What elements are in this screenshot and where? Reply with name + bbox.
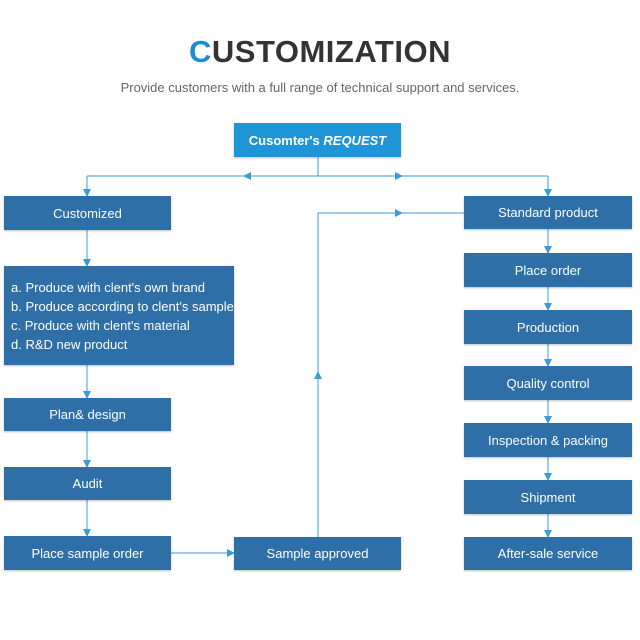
request-label-italic: REQUEST bbox=[323, 132, 387, 148]
page-subtitle: Provide customers with a full range of t… bbox=[120, 80, 520, 95]
option-item: a. Produce with clent's own brand bbox=[11, 279, 205, 295]
audit-box: Audit bbox=[4, 467, 171, 500]
standard-product-box: Standard product bbox=[464, 196, 632, 229]
plan-design-box: Plan& design bbox=[4, 398, 171, 431]
option-item: c. Produce with clent's material bbox=[11, 317, 190, 333]
quality-control-box: Quality control bbox=[464, 366, 632, 400]
customization-options-box: a. Produce with clent's own brand b. Pro… bbox=[4, 266, 234, 365]
customer-request-box: Cusomter's REQUEST bbox=[234, 123, 401, 157]
production-box: Production bbox=[464, 310, 632, 344]
sample-approved-box: Sample approved bbox=[234, 537, 401, 570]
title-accent-letter: C bbox=[189, 34, 212, 69]
place-sample-order-box: Place sample order bbox=[4, 536, 171, 570]
inspection-packing-box: Inspection & packing bbox=[464, 423, 632, 457]
page-title: CUSTOMIZATION bbox=[0, 34, 640, 70]
place-order-box: Place order bbox=[464, 253, 632, 287]
request-label: Cusomter's bbox=[248, 132, 320, 148]
option-item: d. R&D new product bbox=[11, 336, 128, 352]
title-rest: USTOMIZATION bbox=[211, 34, 451, 69]
option-item: b. Produce according to clent's sample bbox=[11, 298, 234, 314]
customized-box: Customized bbox=[4, 196, 171, 230]
shipment-box: Shipment bbox=[464, 480, 632, 514]
after-sale-service-box: After-sale service bbox=[464, 537, 632, 570]
